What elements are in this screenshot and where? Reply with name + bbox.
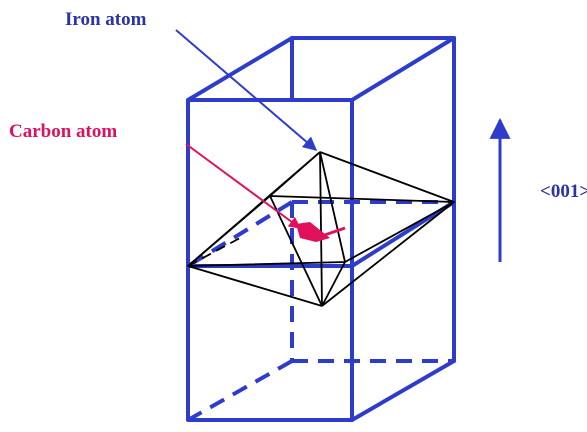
octahedron-edge	[321, 261, 346, 307]
octahedron-edge	[269, 195, 323, 307]
cell-hidden-edge-bottom-left	[187, 359, 293, 422]
cell-visible-edges	[186, 36, 456, 422]
direction-label: <001>	[540, 181, 587, 202]
carbon-atom-marker	[296, 222, 330, 242]
cell-bottom-right-edge	[350, 359, 456, 422]
octahedron-edge	[319, 151, 346, 263]
carbon-atom-tail	[315, 226, 346, 240]
octahedron-edge	[319, 151, 323, 307]
iron-atom-label: Iron atom	[65, 9, 147, 30]
octahedron	[187, 151, 455, 307]
cell-mid-right-edge	[350, 200, 456, 268]
octahedron-edge	[321, 201, 455, 307]
octahedron-edge	[187, 265, 323, 307]
carbon-atom	[296, 222, 346, 242]
iron-atom-pointer	[175, 29, 318, 151]
carbon-atom-label: Carbon atom	[9, 121, 117, 142]
octahedron-edge	[319, 151, 455, 203]
octahedron-hidden-edge	[187, 237, 241, 267]
cell-hidden-edge-mid-left	[186, 200, 294, 268]
octahedron-edge	[269, 151, 321, 197]
cell-front-face	[186, 98, 354, 422]
cell-top-face	[186, 36, 456, 102]
carbon-atom-pointer	[185, 143, 301, 229]
